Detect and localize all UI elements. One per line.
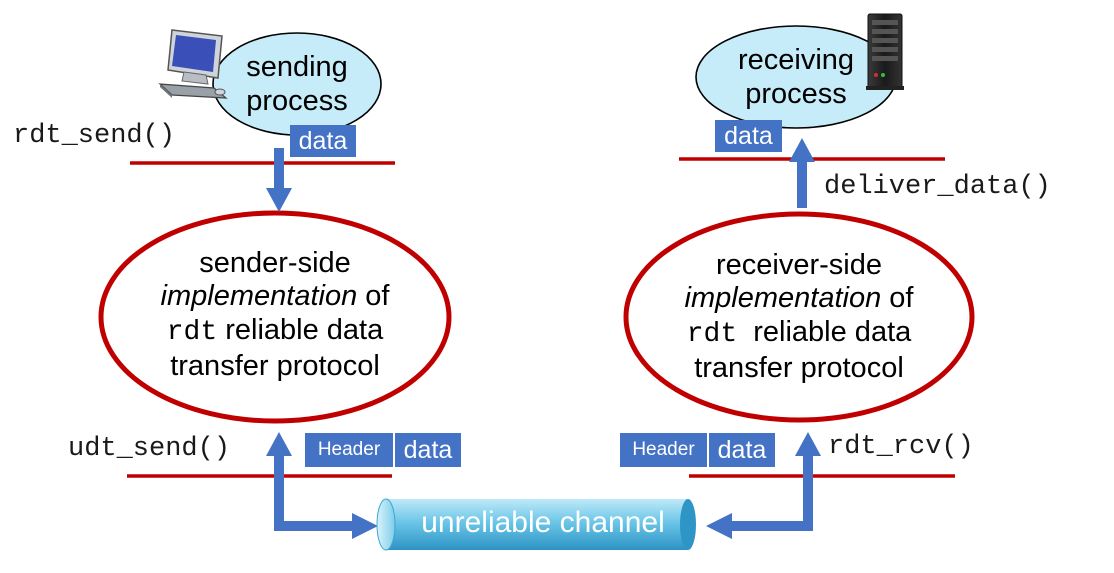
sender-impl-line2: implementation of — [161, 280, 390, 314]
server-tower-icon — [866, 13, 904, 90]
deliver-data-label: deliver_data() — [824, 172, 1051, 202]
receiver-impl-reliable: reliable data — [737, 316, 912, 349]
sender-impl-reliable: reliable data — [217, 314, 384, 347]
sending-process-line1: sending — [246, 51, 348, 84]
receiving-process-line1: receiving — [737, 44, 855, 77]
receiver-protocol-ellipse — [623, 211, 975, 423]
receiver-channel-arrow — [706, 432, 821, 539]
unreliable-channel-pipe — [376, 498, 696, 551]
receiver-data-tag: data — [715, 120, 782, 152]
sender-impl-of: of — [357, 280, 390, 313]
sender-packet-header: Header — [305, 433, 393, 467]
sender-impl-rdt: rdt — [166, 317, 218, 349]
receiving-process-label: receiving process — [696, 42, 896, 114]
receiver-protocol-label: receiver-side implementation of rdt reli… — [626, 232, 972, 402]
receiver-impl-line4: transfer protocol — [694, 351, 904, 384]
receiver-impl-line3: rdt reliable data — [687, 316, 912, 351]
unreliable-channel-label: unreliable channel — [421, 506, 665, 539]
rdt-send-label: rdt_send() — [13, 121, 176, 151]
sender-down-arrow — [266, 148, 292, 212]
sender-impl-line4: transfer protocol — [170, 349, 380, 382]
receiver-impl-line1: receiver-side — [716, 248, 882, 281]
receiver-impl-line2: implementation of — [685, 282, 914, 316]
sending-process-line2: process — [246, 85, 348, 117]
sending-process-label: sending process — [213, 47, 381, 123]
sender-protocol-ellipse — [98, 210, 452, 424]
receiving-process-line2: process — [745, 78, 847, 110]
sender-impl-line3: rdt reliable data — [167, 314, 383, 349]
sender-channel-arrow — [266, 432, 378, 539]
sender-packet-data: data — [395, 433, 461, 467]
receiver-up-arrow — [789, 138, 815, 208]
sender-impl-italic: implementation — [160, 280, 358, 313]
udt-send-label: udt_send() — [68, 434, 231, 464]
receiver-packet-data: data — [709, 433, 775, 467]
receiver-impl-of: of — [881, 282, 914, 315]
receiver-packet-header: Header — [620, 433, 707, 467]
sender-protocol-label: sender-side implementation of rdt reliab… — [101, 230, 449, 400]
receiver-impl-italic: implementation — [684, 282, 882, 315]
sender-impl-line1: sender-side — [199, 246, 351, 279]
receiver-impl-rdt: rdt — [686, 319, 738, 351]
sender-data-tag: data — [290, 125, 356, 157]
rdt-rcv-label: rdt_rcv() — [828, 432, 974, 462]
desktop-computer-icon — [158, 29, 228, 99]
